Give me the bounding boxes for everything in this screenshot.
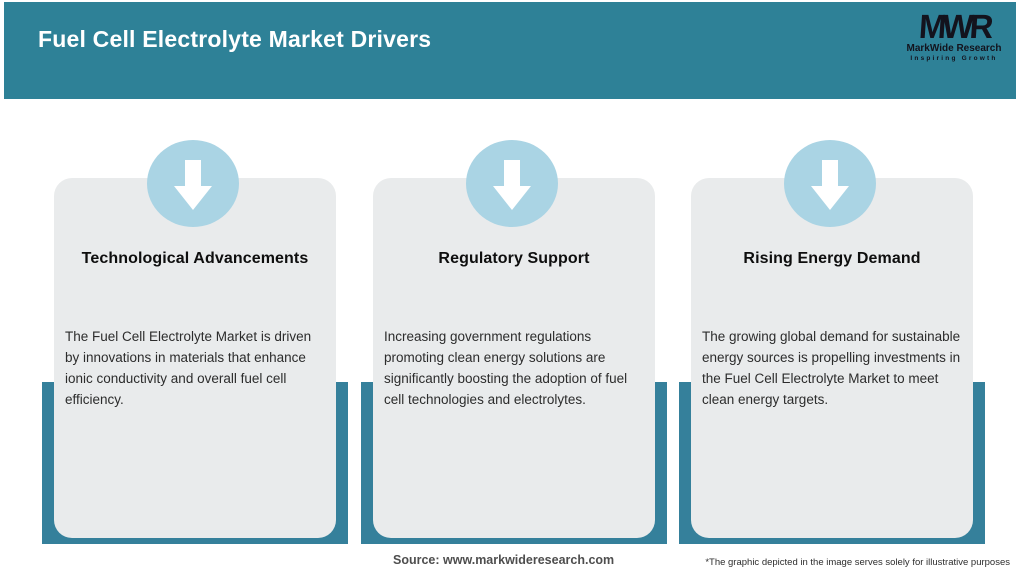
disclaimer-text: *The graphic depicted in the image serve… (705, 557, 1010, 568)
card-title: Rising Energy Demand (743, 250, 921, 267)
logo-tagline: Inspiring Growth (910, 55, 998, 62)
driver-card-rising-energy-demand: Rising Energy Demand The growing global … (691, 178, 973, 538)
down-arrow-icon (809, 154, 851, 214)
logo-name: MarkWide Research (906, 43, 1002, 54)
markwide-research-logo: MWR MarkWide Research Inspiring Growth (904, 7, 1004, 63)
down-arrow-icon (491, 154, 533, 214)
driver-card-technological-advancements: Technological Advancements The Fuel Cell… (54, 178, 336, 538)
card-description: Increasing government regulations promot… (384, 329, 628, 407)
card-description: The Fuel Cell Electrolyte Market is driv… (65, 329, 312, 407)
driver-card-regulatory-support: Regulatory Support Increasing government… (373, 178, 655, 538)
card-title: Technological Advancements (81, 250, 309, 267)
card-title: Regulatory Support (438, 250, 590, 267)
down-arrow-badge-2 (466, 140, 558, 227)
down-arrow-badge-1 (147, 140, 239, 227)
logo-monogram: MWR (917, 7, 991, 46)
down-arrow-icon (172, 154, 214, 214)
page-title: Fuel Cell Electrolyte Market Drivers (38, 26, 432, 52)
header-bar: Fuel Cell Electrolyte Market Drivers MWR… (4, 2, 1016, 99)
card-description: The growing global demand for sustainabl… (702, 329, 961, 407)
down-arrow-badge-3 (784, 140, 876, 227)
source-text: Source: www.markwideresearch.com (393, 553, 615, 567)
